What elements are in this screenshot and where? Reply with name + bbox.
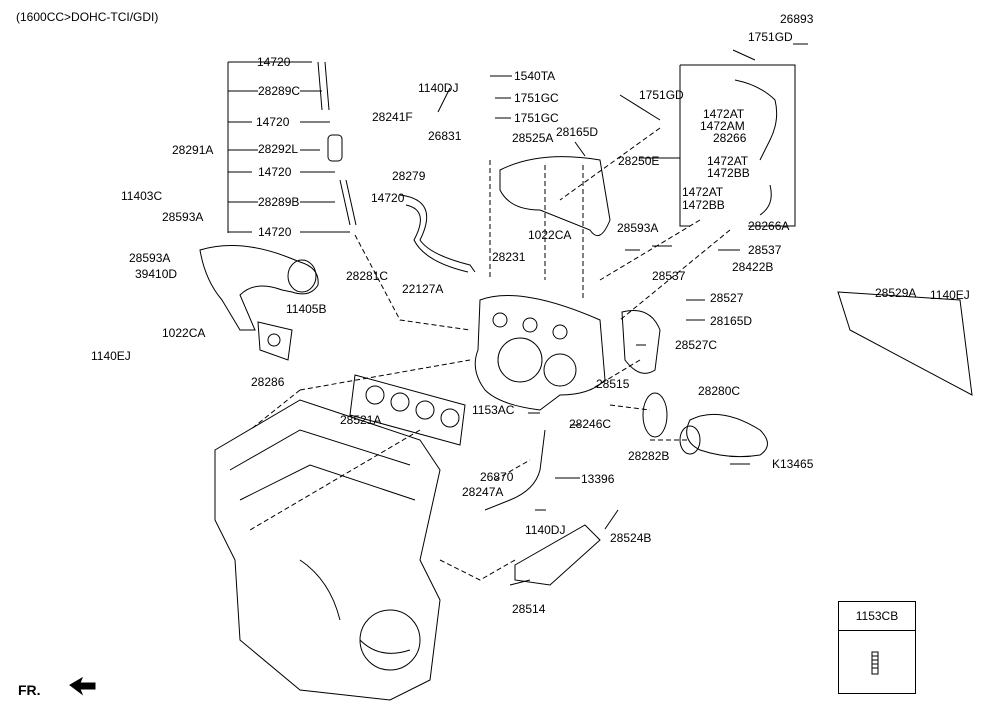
callout-28422B: 28422B bbox=[732, 260, 774, 274]
callout-1472AT: 1472AT bbox=[707, 154, 749, 168]
callout-1540TA: 1540TA bbox=[514, 69, 556, 83]
callout-1751GC: 1751GC bbox=[514, 111, 559, 125]
callout-14720: 14720 bbox=[257, 55, 291, 69]
gasket-28521A bbox=[349, 374, 466, 446]
bracket-28291A bbox=[227, 61, 302, 233]
callout-28537: 28537 bbox=[652, 269, 686, 283]
callout-26870: 26870 bbox=[480, 470, 514, 484]
hose-28266A bbox=[759, 184, 772, 216]
callout-1140DJ: 1140DJ bbox=[418, 81, 459, 95]
callout-28593A: 28593A bbox=[617, 221, 659, 235]
callout-28247A: 28247A bbox=[462, 485, 504, 499]
callout-K13465: K13465 bbox=[772, 457, 814, 471]
callout-11403C: 11403C bbox=[121, 189, 163, 203]
callout-28289B: 28289B bbox=[258, 195, 300, 209]
callout-1140DJ: 1140DJ bbox=[525, 523, 566, 537]
callout-1472BB: 1472BB bbox=[682, 198, 725, 212]
hose-28279-inner bbox=[405, 204, 469, 273]
pipe-28289B bbox=[339, 179, 357, 226]
callout-1140EJ: 1140EJ bbox=[930, 288, 970, 302]
callout-28524B: 28524B bbox=[610, 531, 652, 545]
callout-1022CA: 1022CA bbox=[528, 228, 572, 242]
valve-28292L bbox=[327, 134, 343, 162]
callout-28241F: 28241F bbox=[372, 110, 413, 124]
callout-1022CA: 1022CA bbox=[162, 326, 206, 340]
callout-1472AM: 1472AM bbox=[700, 119, 745, 133]
callout-28281C: 28281C bbox=[346, 269, 389, 283]
callout-1153AC: 1153AC bbox=[472, 403, 515, 417]
callout-28266: 28266 bbox=[713, 131, 747, 145]
callout-28289C: 28289C bbox=[258, 84, 301, 98]
legend-box-part-no: 1153CB bbox=[839, 602, 915, 631]
callout-1140EJ: 1140EJ bbox=[91, 349, 131, 363]
bracket-28514 bbox=[514, 524, 601, 586]
legend-box: 1153CB bbox=[838, 601, 916, 694]
callout-1472AT: 1472AT bbox=[703, 107, 745, 121]
duct-28281C bbox=[199, 245, 319, 331]
heat-shield-28529A bbox=[837, 291, 973, 396]
callout-1751GD: 1751GD bbox=[639, 88, 684, 102]
hose-28266 bbox=[734, 79, 778, 161]
converter-28280C bbox=[686, 413, 768, 458]
engine-spec-title: (1600CC>DOHC-TCI/GDI) bbox=[16, 10, 159, 24]
callout-28515: 28515 bbox=[596, 377, 630, 391]
heat-shield-28525A bbox=[499, 156, 611, 237]
heat-shield-28527C bbox=[621, 310, 661, 374]
callout-28537: 28537 bbox=[748, 243, 782, 257]
callout-28593A: 28593A bbox=[162, 210, 204, 224]
callout-26831: 26831 bbox=[428, 129, 462, 143]
callout-14720: 14720 bbox=[256, 115, 290, 129]
hose-28279 bbox=[399, 194, 476, 273]
callout-14720: 14720 bbox=[258, 165, 292, 179]
callout-13396: 13396 bbox=[581, 472, 615, 486]
callout-28231: 28231 bbox=[492, 250, 526, 264]
callout-28291A: 28291A bbox=[172, 143, 214, 157]
bracket-28250E bbox=[679, 64, 796, 227]
callout-1751GD: 1751GD bbox=[748, 30, 793, 44]
pipe-28289C bbox=[317, 61, 330, 111]
callout-1751GC: 1751GC bbox=[514, 91, 559, 105]
callout-1472BB: 1472BB bbox=[707, 166, 750, 180]
tube-26870 bbox=[484, 429, 546, 511]
callout-14720: 14720 bbox=[258, 225, 292, 239]
turbo-manifold bbox=[474, 295, 606, 411]
callout-1472AT: 1472AT bbox=[682, 185, 724, 199]
callout-28527: 28527 bbox=[710, 291, 744, 305]
callout-28279: 28279 bbox=[392, 169, 426, 183]
callout-28282B: 28282B bbox=[628, 449, 670, 463]
callout-28292L: 28292L bbox=[258, 142, 299, 156]
callout-28593A: 28593A bbox=[129, 251, 171, 265]
front-direction-label: FR. bbox=[18, 682, 41, 698]
callout-28165D: 28165D bbox=[556, 125, 599, 139]
callout-14720: 14720 bbox=[371, 191, 405, 205]
callout-28250E: 28250E bbox=[618, 154, 660, 168]
callout-11405B: 11405B bbox=[286, 302, 327, 316]
callout-28529A: 28529A bbox=[875, 286, 917, 300]
callout-28527C: 28527C bbox=[675, 338, 718, 352]
callout-28525A: 28525A bbox=[512, 131, 554, 145]
callout-39410D: 39410D bbox=[135, 267, 178, 281]
callout-22127A: 22127A bbox=[402, 282, 444, 296]
callout-28246C: 28246C bbox=[569, 417, 612, 431]
engine-block bbox=[214, 399, 441, 701]
callout-28514: 28514 bbox=[512, 602, 546, 616]
fr-arrow-icon bbox=[69, 676, 96, 696]
callout-28286: 28286 bbox=[251, 375, 285, 389]
callout-26893: 26893 bbox=[780, 12, 814, 26]
callout-28521A: 28521A bbox=[340, 413, 382, 427]
callout-28165D: 28165D bbox=[710, 314, 753, 328]
callout-28280C: 28280C bbox=[698, 384, 741, 398]
callout-28266A: 28266A bbox=[748, 219, 790, 233]
gasket-28286 bbox=[257, 321, 293, 361]
gasket-28282B bbox=[642, 392, 668, 438]
